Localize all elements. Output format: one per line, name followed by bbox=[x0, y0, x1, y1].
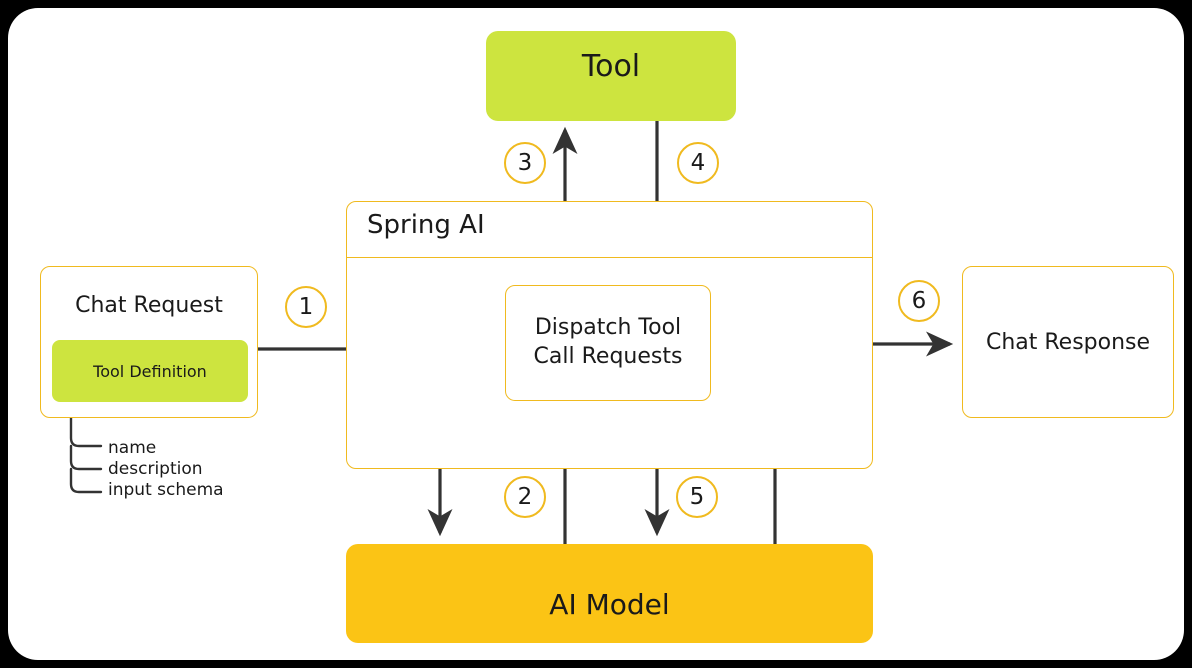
tool-definition-field-description: description bbox=[108, 459, 203, 479]
node-dispatch-label-line2: Call Requests bbox=[533, 344, 683, 369]
diagram-card: Tool Spring AI Dispatch Tool Call Reques… bbox=[8, 8, 1184, 660]
step-badge-5-label: 5 bbox=[689, 484, 705, 510]
step-badge-6: 6 bbox=[898, 280, 940, 322]
node-tool-definition-label: Tool Definition bbox=[93, 361, 207, 381]
node-dispatch-label-line1: Dispatch Tool bbox=[534, 315, 682, 341]
node-chat-request-label: Chat Request bbox=[75, 293, 223, 318]
tool-definition-field-input-schema: input schema bbox=[108, 480, 224, 500]
step-badge-3-label: 3 bbox=[517, 150, 533, 176]
step-badge-4-label: 4 bbox=[690, 150, 706, 176]
tool-definition-field-name: name bbox=[108, 438, 157, 458]
node-chat-response[interactable]: Chat Response bbox=[962, 266, 1174, 418]
node-chat-response-label: Chat Response bbox=[985, 329, 1151, 355]
node-tool[interactable]: Tool bbox=[486, 31, 736, 121]
step-badge-6-label: 6 bbox=[911, 288, 927, 314]
node-tool-label: Tool bbox=[581, 49, 641, 84]
node-dispatch-tool-call-requests[interactable]: Dispatch Tool Call Requests bbox=[505, 285, 711, 401]
step-badge-1-label: 1 bbox=[298, 294, 314, 320]
node-tool-definition[interactable]: Tool Definition bbox=[52, 340, 248, 402]
node-ai-model[interactable]: AI Model bbox=[346, 544, 873, 643]
step-badge-1: 1 bbox=[285, 286, 327, 328]
node-ai-model-label: AI Model bbox=[549, 588, 670, 621]
step-badge-2: 2 bbox=[504, 476, 546, 518]
spring-ai-divider bbox=[347, 257, 872, 258]
step-badge-3: 3 bbox=[504, 142, 546, 184]
step-badge-2-label: 2 bbox=[517, 484, 533, 510]
step-badge-5: 5 bbox=[676, 476, 718, 518]
node-spring-ai-label: Spring AI bbox=[367, 210, 485, 240]
node-chat-request[interactable]: Chat Request Tool Definition bbox=[40, 266, 258, 418]
step-badge-4: 4 bbox=[677, 142, 719, 184]
